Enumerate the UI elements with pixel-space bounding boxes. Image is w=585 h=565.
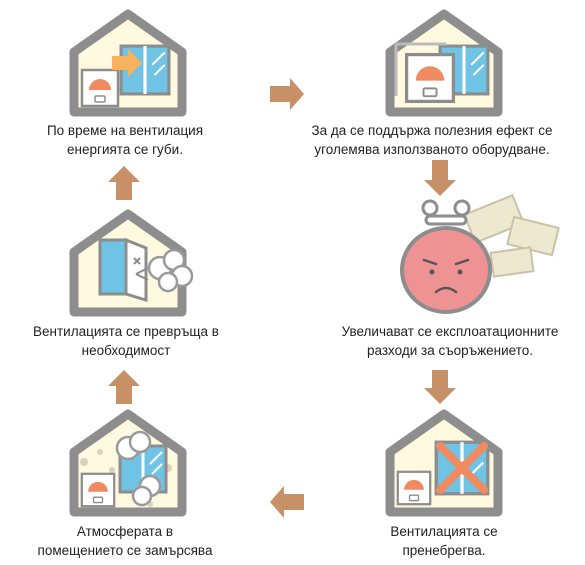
step-caption-ventilation-needed: Вентилацията се превръща в необходимост bbox=[10, 322, 242, 360]
caption-line: Атмосферата в bbox=[76, 524, 174, 539]
step-caption-more-equipment: За да се поддържа полезния ефект се угол… bbox=[282, 121, 582, 159]
step-caption-energy-lost: По време на вентилация енергията се губи… bbox=[18, 121, 232, 159]
caption-line: Увеличават се експлоатационните bbox=[341, 324, 559, 339]
step-caption-ventilation-neglected: Вентилацията се пренебрегва. bbox=[360, 522, 528, 560]
house-energy-loss-icon bbox=[74, 14, 182, 112]
caption-line: За да се поддържа полезния ефект се bbox=[311, 123, 553, 138]
arrow-down-icon bbox=[424, 370, 456, 404]
caption-line: уголемява използваното оборудване. bbox=[314, 142, 550, 157]
caption-line: Вентилацията се bbox=[390, 524, 498, 539]
money-purse-icon bbox=[400, 194, 560, 314]
arrow-up-icon bbox=[108, 166, 140, 200]
caption-line: пренебрегва. bbox=[402, 543, 486, 558]
arrow-left-icon bbox=[270, 486, 304, 518]
step-caption-costs-rise: Увеличават се експлоатационните разходи … bbox=[318, 322, 582, 360]
house-bigger-equipment-icon bbox=[390, 14, 498, 112]
arrow-right-icon bbox=[270, 78, 304, 110]
caption-line: необходимост bbox=[81, 343, 171, 358]
caption-line: помещението се замърсява bbox=[37, 543, 213, 558]
arrow-down-icon bbox=[424, 160, 456, 196]
caption-line: енергията се губи. bbox=[67, 142, 183, 157]
step-caption-air-polluted: Атмосферата в помещението се замърсява bbox=[20, 522, 230, 560]
caption-line: По време на вентилация bbox=[46, 123, 204, 138]
caption-line: разходи за съоръжението. bbox=[366, 343, 533, 358]
house-open-window-icon bbox=[74, 214, 194, 312]
house-neglected-window-icon bbox=[390, 414, 498, 512]
house-polluted-air-icon bbox=[74, 414, 182, 512]
caption-line: Вентилацията се превръща в bbox=[33, 324, 219, 339]
arrow-up-icon bbox=[108, 370, 140, 404]
